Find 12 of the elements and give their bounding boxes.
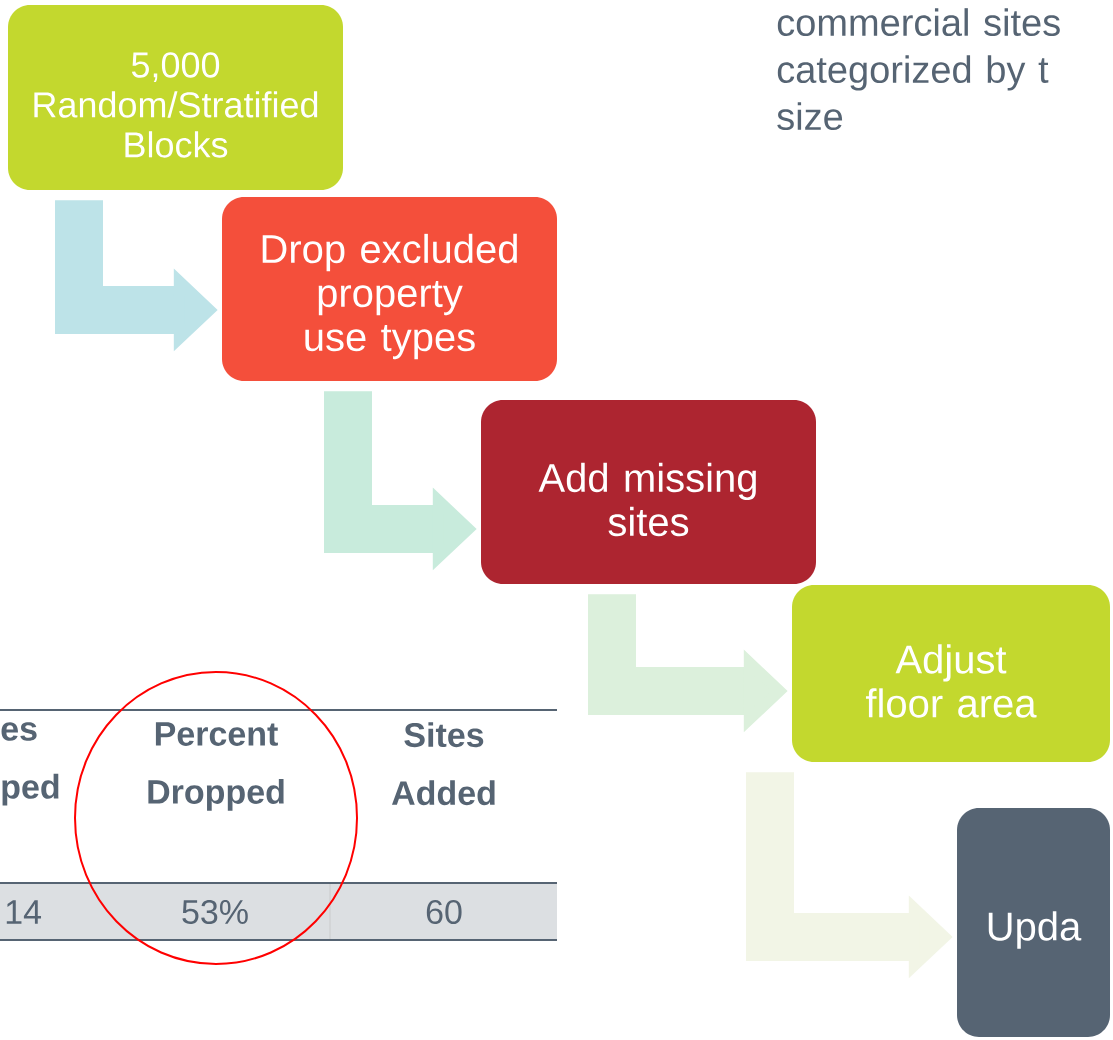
table-header: Percent Dropped xyxy=(148,722,284,811)
process-box: 5,000 Random/Stratified Blocks xyxy=(8,5,343,190)
table-cell: 14 xyxy=(6,900,41,924)
process-box: Adjust floor area xyxy=(792,585,1110,762)
process-box: Upda xyxy=(957,808,1110,1037)
process-box: Drop excluded property use types xyxy=(222,197,557,381)
note-text: commercial sites categorized by t size xyxy=(777,8,1060,131)
table-cell: 53% xyxy=(182,899,248,924)
process-box: Add missing sites xyxy=(481,400,816,584)
table-header: Sites Added xyxy=(391,722,495,806)
table-cell: 60 xyxy=(426,899,462,924)
table-header: es ped xyxy=(1,722,59,806)
